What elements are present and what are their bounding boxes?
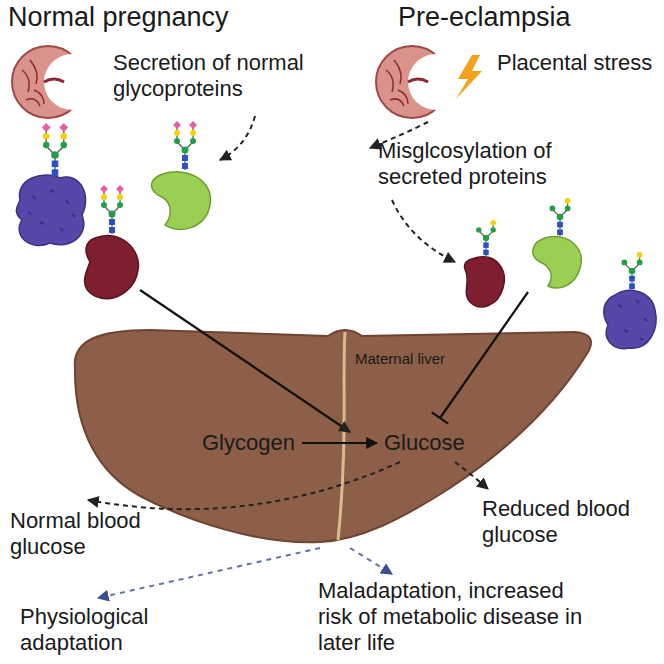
glycan-tree: [100, 185, 124, 234]
umbilical-cord: [44, 79, 64, 82]
panel-heading: Normal pregnancy: [8, 2, 308, 34]
dashed-arrow: [220, 116, 255, 160]
glycan-tree: [42, 123, 68, 177]
metabolite-box: Glucose: [380, 428, 469, 458]
placenta-hollow: [44, 54, 100, 110]
umbilical-cord: [408, 79, 428, 82]
outcome-note: Reduced blood glucose: [482, 496, 652, 548]
metabolite-label: Glucose: [384, 430, 465, 455]
lightning-bolt: [456, 55, 482, 99]
panel-heading: Pre-eclampsia: [398, 2, 658, 34]
glycan-tree: [550, 198, 571, 236]
misglycosylated-proteins: [464, 198, 656, 349]
red-protein: [85, 236, 139, 299]
process-note: Misglcosylation of secreted proteins: [378, 138, 638, 190]
placenta-veins: [386, 60, 408, 106]
green-protein: [533, 237, 581, 288]
normal-glycoproteins: [16, 121, 210, 298]
metabolite-box: Glycogen: [198, 428, 299, 458]
purple-protein: [604, 290, 656, 348]
blue-dashed-arrow: [98, 548, 320, 598]
placenta-hollow: [408, 54, 464, 110]
metabolite-label: Glycogen: [202, 430, 295, 455]
outcome-note: Physiological adaptation: [20, 604, 240, 656]
placenta-icon: [376, 46, 464, 118]
dashed-arrow: [392, 200, 455, 262]
placenta-veins: [22, 60, 44, 106]
conversion-arrow: [302, 442, 377, 444]
protein-texture: [618, 300, 647, 340]
process-note: Placental stress: [497, 50, 657, 76]
blue-dashed-arrow: [350, 548, 392, 574]
red-protein: [464, 257, 504, 307]
glycan-tree: [622, 252, 643, 290]
green-protein: [151, 172, 210, 230]
organ-label: Maternal liver: [355, 350, 445, 367]
protein-texture: [28, 190, 75, 231]
placenta-icon: [12, 46, 100, 118]
purple-protein: [16, 175, 85, 246]
process-note: Secretion of normal glycoproteins: [113, 50, 319, 102]
glycan-tree: [173, 121, 197, 170]
outcome-note: Maladaptation, increased risk of metabol…: [318, 578, 593, 656]
outcome-note: Normal blood glucose: [10, 508, 170, 560]
glycan-tree: [476, 220, 496, 256]
